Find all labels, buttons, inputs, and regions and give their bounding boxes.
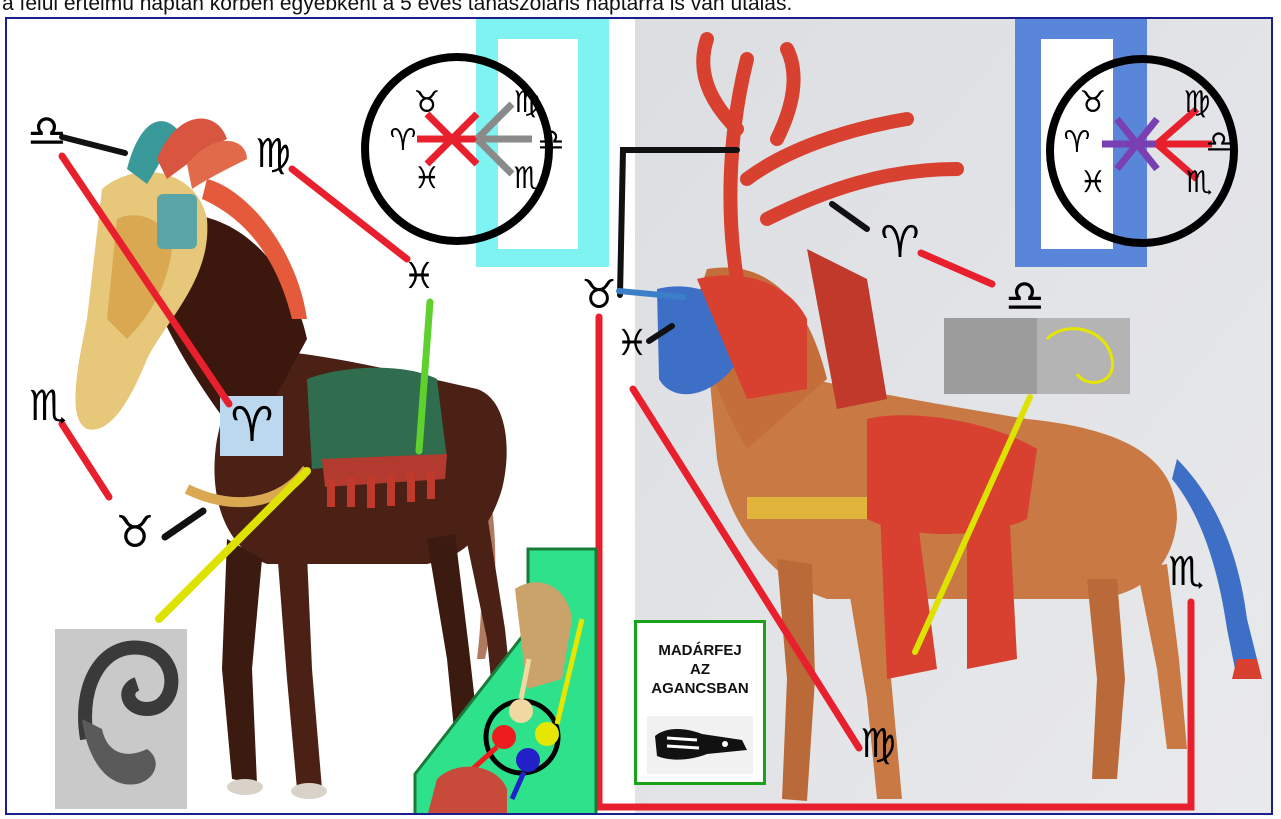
virgo-right-label: ♍	[860, 724, 896, 764]
right-wheel-virgo-label: ♍	[1184, 88, 1211, 118]
scorpio-right-label: ♏	[1168, 552, 1204, 592]
bird-head-icon	[647, 716, 753, 774]
caption-text: a felül ertelmu naptan korben egyebkent …	[2, 0, 792, 16]
wheel-aries-label: ♈	[390, 126, 417, 156]
wheel-scorpio-label: ♏	[514, 164, 541, 194]
pisces-right-label: ♓	[616, 326, 648, 362]
aries-right-label: ♈	[880, 221, 919, 265]
wheel-virgo-label: ♍	[514, 88, 541, 118]
right-wheel-taurus-label: ♉	[1080, 88, 1107, 118]
caption-line-1: MADÁRFEJ	[637, 641, 763, 660]
right-wheel-libra-label: ♎	[1206, 128, 1233, 158]
wheel-taurus-label: ♉	[414, 88, 441, 118]
virgo-label: ♍	[255, 134, 291, 174]
taurus-label: ♉	[115, 511, 154, 555]
libra-right-label: ♎	[1005, 275, 1044, 319]
right-wheel-aries-label: ♈	[1064, 128, 1091, 158]
libra-label: ♎	[27, 110, 66, 154]
caption-line-3: AGANCSBAN	[637, 679, 763, 698]
scorpio-label: ♏	[29, 385, 67, 427]
bird-head-caption-box: MADÁRFEJ AZ AGANCSBAN	[634, 620, 766, 785]
wheel-libra-label: ♎	[538, 126, 565, 156]
illustration-frame: ♎ ♍ ♓ ♈ ♏ ♉ ♉ ♍ ♈ ♎ ♓ ♏ ♉ ♍ ♈ ♎ ♓ ♏ ♉ ♓ …	[5, 17, 1273, 815]
right-wheel-pisces-label: ♓	[1080, 168, 1107, 198]
wheel-pisces-label: ♓	[414, 164, 441, 194]
right-wheel-scorpio-label: ♏	[1186, 168, 1213, 198]
pisces-label: ♓	[403, 259, 435, 295]
aries-label: ♈	[230, 401, 273, 449]
caption-line-2: AZ	[637, 660, 763, 679]
taurus-right-label: ♉	[581, 275, 617, 315]
